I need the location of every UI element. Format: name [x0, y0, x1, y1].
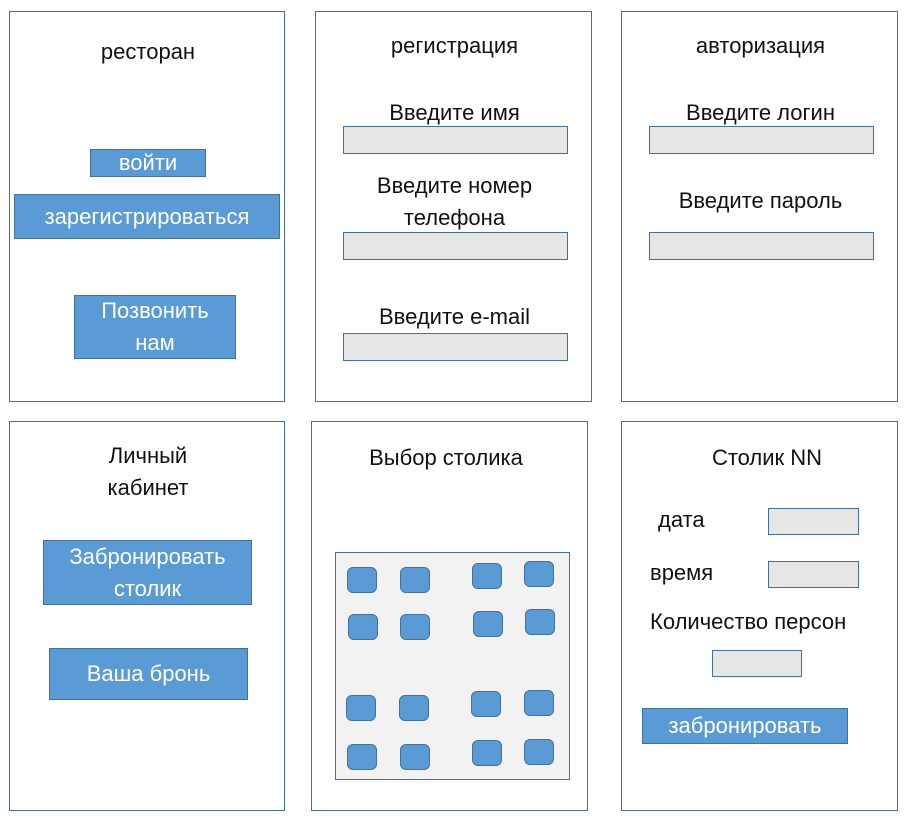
table-seat-5[interactable] — [348, 614, 378, 640]
table-detail-title: Столик NN — [711, 445, 823, 470]
date-label: дата — [658, 507, 705, 532]
call-us-button[interactable]: Позвонить нам — [74, 295, 236, 359]
phone-label: Введите номер телефона — [376, 173, 533, 230]
table-seat-4[interactable] — [524, 561, 554, 587]
account-screen: Личный кабинет Забронировать столик Ваша… — [9, 421, 285, 811]
table-seat-3[interactable] — [472, 563, 502, 589]
authorization-screen: авторизация Введите логин Введите пароль — [621, 11, 898, 402]
book-table-button[interactable]: Забронировать столик — [43, 540, 252, 605]
time-input[interactable] — [768, 561, 859, 588]
name-label: Введите имя — [389, 100, 520, 125]
table-choice-screen: Выбор столика — [311, 421, 588, 811]
table-seat-1[interactable] — [347, 567, 377, 593]
table-seat-9[interactable] — [346, 695, 376, 721]
table-seat-12[interactable] — [524, 690, 554, 716]
table-seat-6[interactable] — [400, 614, 430, 640]
table-seat-16[interactable] — [524, 739, 554, 765]
password-label: Введите пароль — [678, 188, 843, 213]
confirm-booking-button[interactable]: забронировать — [642, 708, 848, 744]
table-seat-8[interactable] — [525, 609, 555, 635]
restaurant-title: ресторан — [100, 39, 196, 64]
table-seat-14[interactable] — [400, 744, 430, 770]
table-seat-10[interactable] — [399, 695, 429, 721]
registration-screen: регистрация Введите имя Введите номер те… — [315, 11, 592, 402]
floor-plan — [335, 552, 570, 780]
guests-input[interactable] — [712, 650, 802, 677]
register-button[interactable]: зарегистрироваться — [14, 194, 280, 239]
login-input[interactable] — [649, 126, 874, 154]
my-booking-button[interactable]: Ваша бронь — [49, 648, 248, 700]
table-seat-15[interactable] — [472, 740, 502, 766]
login-label: Введите логин — [686, 100, 835, 125]
date-input[interactable] — [768, 508, 859, 535]
table-seat-2[interactable] — [400, 567, 430, 593]
name-input[interactable] — [343, 126, 568, 154]
table-detail-screen: Столик NN дата время Количество персон з… — [621, 421, 898, 811]
table-seat-7[interactable] — [473, 611, 503, 637]
guests-label: Количество персон — [650, 609, 847, 634]
email-label: Введите e-mail — [378, 304, 531, 329]
login-button[interactable]: войти — [90, 149, 206, 177]
registration-title: регистрация — [390, 33, 519, 58]
password-input[interactable] — [649, 232, 874, 260]
email-input[interactable] — [343, 333, 568, 361]
time-label: время — [650, 560, 714, 585]
table-choice-title: Выбор столика — [369, 445, 523, 470]
table-seat-13[interactable] — [347, 744, 377, 770]
restaurant-screen: ресторан войти зарегистрироваться Позвон… — [9, 11, 285, 402]
table-seat-11[interactable] — [471, 691, 501, 717]
authorization-title: авторизация — [695, 33, 826, 58]
account-title: Личный кабинет — [107, 443, 189, 500]
phone-input[interactable] — [343, 232, 568, 260]
